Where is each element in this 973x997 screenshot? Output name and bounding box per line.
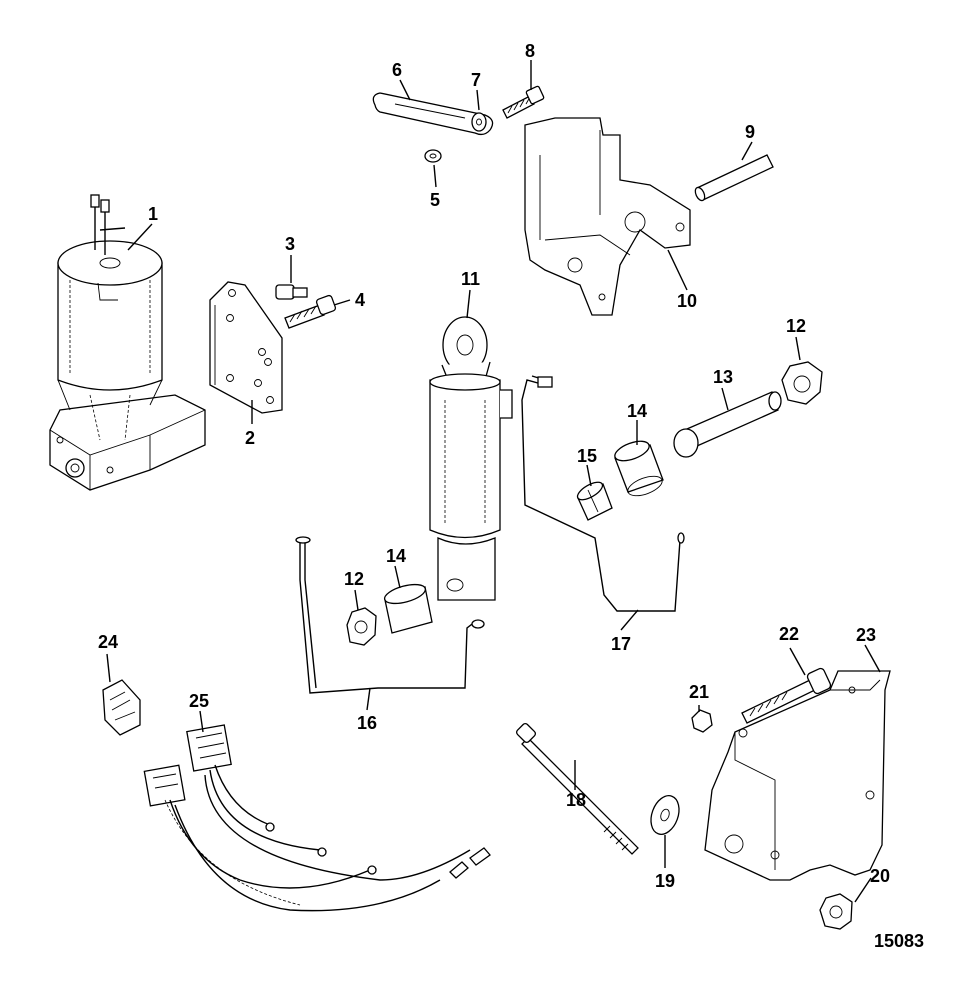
callout-11: 11 (461, 269, 480, 289)
bolt-part-18 (515, 722, 639, 855)
bracket-part-10 (524, 117, 691, 316)
hydraulic-line-part-16 (295, 536, 485, 694)
washer-part-19 (650, 795, 680, 835)
bushing-part-14-lower (383, 583, 433, 634)
pin-part-9 (694, 154, 774, 202)
callout-3: 3 (285, 234, 295, 254)
bolt-part-3 (275, 284, 308, 300)
callout-21: 21 (689, 682, 709, 702)
callout-8: 8 (525, 41, 535, 61)
bolt-part-8 (502, 85, 545, 119)
bracket-part-23 (704, 670, 891, 881)
callout-24: 24 (98, 632, 118, 652)
callout-6: 6 (392, 60, 402, 80)
nut-part-12-lower (346, 607, 377, 646)
callout-25: 25 (189, 691, 209, 711)
callout-10: 10 (677, 291, 697, 311)
hydraulic-line-part-17 (521, 375, 685, 612)
callout-19: 19 (655, 871, 675, 891)
wiring-harness-part-25 (143, 724, 491, 912)
callout-18: 18 (566, 790, 586, 810)
callout-12-top: 12 (786, 316, 806, 336)
callout-17: 17 (611, 634, 631, 654)
bolt-part-4 (284, 294, 337, 329)
callout-4: 4 (355, 290, 365, 310)
nut-part-20 (819, 893, 853, 930)
callout-14-lower: 14 (386, 546, 406, 566)
callout-14-top: 14 (627, 401, 647, 421)
callout-20: 20 (870, 866, 890, 886)
nut-part-21 (691, 709, 713, 733)
callout-labels: 1 2 3 4 5 6 7 8 9 10 11 12 12 13 14 14 1… (98, 41, 890, 891)
callout-1: 1 (148, 204, 158, 224)
callout-13: 13 (713, 367, 733, 387)
pivot-pin-part-13 (673, 391, 782, 458)
mounting-plate-part (209, 281, 283, 414)
leader-lines (106, 60, 881, 903)
pump-motor-part (49, 194, 206, 491)
washer-part-5 (424, 149, 442, 163)
callout-12-lower: 12 (344, 569, 364, 589)
washer-part-7 (471, 112, 487, 132)
callout-2: 2 (245, 428, 255, 448)
callout-5: 5 (430, 190, 440, 210)
connector-part-24 (102, 679, 141, 736)
callout-16: 16 (357, 713, 377, 733)
callout-22: 22 (779, 624, 799, 644)
figure-number: 15083 (874, 931, 924, 951)
bolt-part-22 (741, 667, 832, 724)
nut-part-12-top (781, 361, 823, 405)
callout-15: 15 (577, 446, 597, 466)
callout-9: 9 (745, 122, 755, 142)
sleeve-part-15 (576, 481, 613, 521)
callout-7: 7 (471, 70, 481, 90)
bushing-part-14-top (614, 440, 664, 497)
trim-cylinder-part (429, 316, 513, 601)
callout-23: 23 (856, 625, 876, 645)
